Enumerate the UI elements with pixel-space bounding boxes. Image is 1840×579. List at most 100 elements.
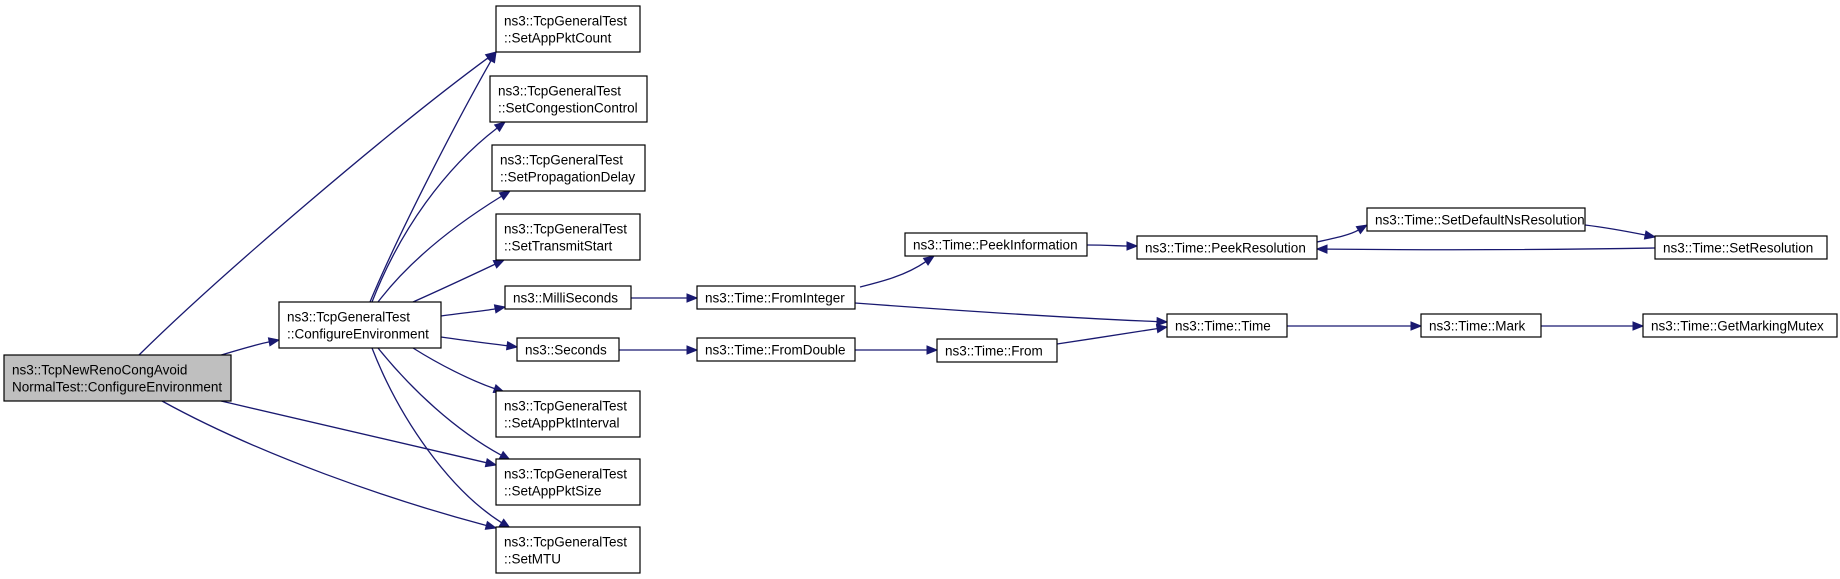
node-root[interactable]: ns3::TcpNewRenoCongAvoidNormalTest::Conf… [3,354,232,402]
node-label-line: ::SetMTU [504,552,561,567]
edge-line [1326,247,1656,251]
node-set-transmit-start[interactable]: ns3::TcpGeneralTest::SetTransmitStart [495,213,641,261]
edge-arrowhead [922,255,936,266]
edge-set-resolution-to-peek-resolution [1315,244,1656,254]
edge-line [859,261,927,288]
node-label-line: ::SetAppPktInterval [504,416,620,431]
node-box [495,5,641,53]
edge-line [854,302,1158,323]
node-set-default-ns-resolution[interactable]: ns3::Time::SetDefaultNsResolution [1366,207,1586,232]
edge-line [440,308,496,317]
edge-arrowhead [486,50,497,64]
node-set-propagation-delay[interactable]: ns3::TcpGeneralTest::SetPropagationDelay [491,144,646,192]
node-label-line: ns3::TcpNewRenoCongAvoid [12,363,187,378]
edge-line [377,195,502,303]
node-set-app-pkt-size[interactable]: ns3::TcpGeneralTest::SetAppPktSize [495,458,641,506]
edge-arrowhead [686,293,699,303]
edge-line [220,400,487,464]
edge-line [369,60,492,303]
edge-line [371,347,502,524]
node-label-line: ns3::TcpGeneralTest [504,467,627,482]
edge-line [377,347,502,456]
edge-arrowhead [505,340,519,351]
node-box [1654,235,1828,260]
node-label-line: ns3::Seconds [525,343,607,358]
node-box [495,526,641,574]
node-seconds[interactable]: ns3::Seconds [516,337,620,362]
edge-line [161,400,487,527]
node-label-line: ns3::Time::Time [1175,319,1271,334]
edge-arrowhead [686,345,699,355]
node-set-mtu[interactable]: ns3::TcpGeneralTest::SetMTU [495,526,641,574]
edge-arrowhead [1315,244,1328,254]
node-from-double[interactable]: ns3::Time::FromDouble [696,337,856,362]
node-label-line: ns3::Time::Mark [1429,319,1526,334]
node-label-line: ns3::TcpGeneralTest [504,222,627,237]
node-box [495,390,641,438]
node-box [696,285,856,310]
nodes-layer: ns3::TcpNewRenoCongAvoidNormalTest::Conf… [3,5,1838,574]
node-label-line: ns3::Time::PeekResolution [1145,241,1306,256]
node-box [1642,313,1838,338]
node-label-line: ns3::TcpGeneralTest [504,14,627,29]
node-time[interactable]: ns3::Time::Time [1166,313,1288,338]
node-get-marking-mutex[interactable]: ns3::Time::GetMarkingMutex [1642,313,1838,338]
node-configure-env[interactable]: ns3::TcpGeneralTest::ConfigureEnvironmen… [278,301,442,349]
edge-arrowhead [1410,321,1423,331]
node-peek-resolution[interactable]: ns3::Time::PeekResolution [1136,235,1318,260]
node-box [3,354,232,402]
edge-arrowhead [1632,321,1645,331]
edge-arrowhead [493,121,507,133]
node-box [1420,313,1542,338]
node-set-congestion-control[interactable]: ns3::TcpGeneralTest::SetCongestionContro… [489,75,648,123]
edge-mark-to-get-marking-mutex [1541,321,1645,331]
node-label-line: ns3::Time::FromInteger [705,291,845,306]
edge-set-default-ns-resolution-to-set-resolution [1584,224,1657,240]
edge-arrowhead [493,304,507,314]
edge-line [371,127,498,303]
edge-configure-env-to-set-app-pkt-interval [412,347,506,393]
node-label-line: ns3::MilliSeconds [513,291,618,306]
edge-arrowhead [484,520,498,530]
edge-configure-env-to-set-propagation-delay [377,190,512,303]
edge-configure-env-to-set-mtu [371,347,512,529]
node-label-line: ::SetTransmitStart [504,239,613,254]
node-label-line: ns3::Time::SetResolution [1663,241,1813,256]
node-milli-seconds[interactable]: ns3::MilliSeconds [504,285,632,310]
edge-configure-env-to-set-congestion-control [371,121,507,303]
edge-root-to-set-mtu [161,400,498,530]
node-box [516,337,620,362]
node-box [491,144,646,192]
node-box [489,75,648,123]
node-label-line: ns3::TcpGeneralTest [287,310,410,325]
node-label-line: ::SetAppPktCount [504,31,612,46]
node-from-integer[interactable]: ns3::Time::FromInteger [696,285,856,310]
node-label-line: ns3::TcpGeneralTest [504,399,627,414]
edge-arrowhead [267,337,281,347]
edge-arrowhead [1156,316,1169,327]
node-box [504,285,632,310]
edge-configure-env-to-milli-seconds [440,304,507,317]
node-from[interactable]: ns3::Time::From [936,338,1058,363]
node-box [904,232,1088,257]
edge-peek-information-to-peek-resolution [1086,241,1139,251]
node-box [495,458,641,506]
edge-line [1584,224,1646,236]
node-mark[interactable]: ns3::Time::Mark [1420,313,1542,338]
edge-arrowhead [492,259,506,269]
node-box [696,337,856,362]
edge-arrowhead [498,190,512,201]
edge-arrowhead [1155,324,1169,334]
edge-arrowhead [1126,241,1139,251]
node-set-app-pkt-interval[interactable]: ns3::TcpGeneralTest::SetAppPktInterval [495,390,641,438]
node-set-app-pkt-count[interactable]: ns3::TcpGeneralTest::SetAppPktCount [495,5,641,53]
edge-arrowhead [926,345,939,355]
node-peek-information[interactable]: ns3::Time::PeekInformation [904,232,1088,257]
edge-seconds-to-from-double [619,345,699,355]
node-box [1366,207,1586,232]
node-label-line: ns3::Time::From [945,344,1043,359]
node-box [1136,235,1318,260]
edge-line [412,263,496,303]
edge-line [1086,244,1128,247]
node-set-resolution[interactable]: ns3::Time::SetResolution [1654,235,1828,260]
